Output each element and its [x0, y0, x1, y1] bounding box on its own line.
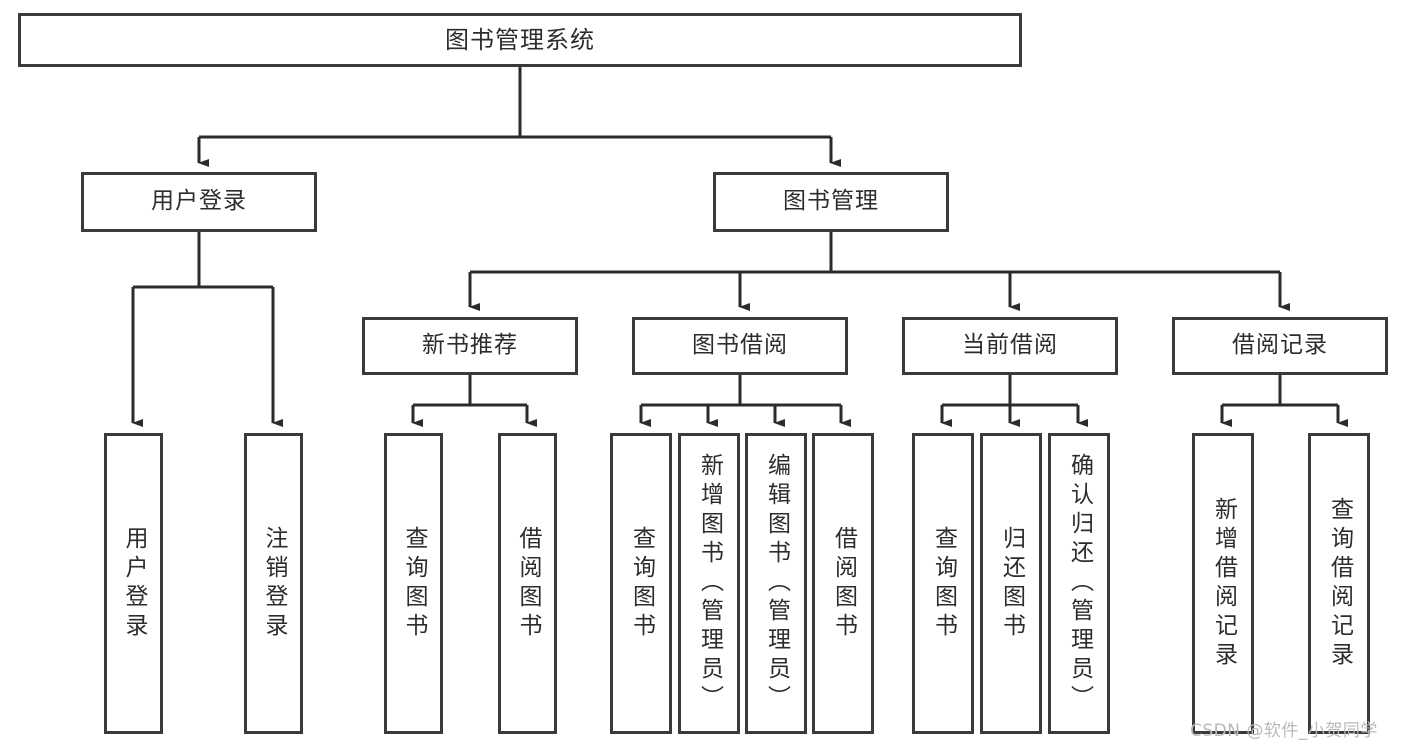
- leaf-label: 确认归还（管理员）: [1066, 453, 1093, 714]
- node-book-borrowing[interactable]: 图书借阅: [632, 317, 848, 375]
- leaf-borrow-query-books[interactable]: 查询图书: [610, 433, 672, 734]
- node-label: 借阅记录: [1232, 332, 1328, 359]
- leaf-current-return-books[interactable]: 归还图书: [980, 433, 1042, 734]
- leaf-label: 查询借阅记录: [1326, 496, 1353, 671]
- leaf-record-query-borrow-record[interactable]: 查询借阅记录: [1308, 433, 1370, 734]
- leaf-new-book-query-books[interactable]: 查询图书: [384, 433, 443, 734]
- node-label: 图书借阅: [692, 332, 788, 359]
- leaf-record-add-borrow-record[interactable]: 新增借阅记录: [1192, 433, 1254, 734]
- leaf-label: 注销登录: [261, 525, 287, 642]
- leaf-label: 查询图书: [930, 525, 957, 642]
- node-label: 用户登录: [151, 188, 247, 215]
- leaf-label: 查询图书: [401, 525, 427, 642]
- leaf-label: 查询图书: [628, 525, 655, 642]
- leaf-label: 新增图书（管理员）: [696, 453, 723, 714]
- leaf-label: 借阅图书: [515, 525, 541, 642]
- leaf-label: 用户登录: [121, 525, 147, 642]
- leaf-user-login-logout[interactable]: 注销登录: [244, 433, 303, 734]
- node-borrowing-records[interactable]: 借阅记录: [1172, 317, 1388, 375]
- leaf-label: 编辑图书（管理员）: [763, 453, 790, 714]
- leaf-borrow-add-book-admin[interactable]: 新增图书（管理员）: [678, 433, 740, 734]
- node-root-book-management-system[interactable]: 图书管理系统: [18, 13, 1022, 67]
- node-label: 图书管理系统: [445, 25, 595, 54]
- node-new-book-recommendation[interactable]: 新书推荐: [362, 317, 578, 375]
- node-label: 当前借阅: [962, 332, 1058, 359]
- leaf-label: 归还图书: [998, 525, 1025, 642]
- leaf-current-query-books[interactable]: 查询图书: [912, 433, 974, 734]
- leaf-user-login-login[interactable]: 用户登录: [104, 433, 163, 734]
- node-book-management[interactable]: 图书管理: [713, 172, 949, 232]
- leaf-label: 新增借阅记录: [1210, 496, 1237, 671]
- node-current-borrowing[interactable]: 当前借阅: [902, 317, 1118, 375]
- leaf-borrow-borrow-books[interactable]: 借阅图书: [812, 433, 874, 734]
- leaf-current-confirm-return-admin[interactable]: 确认归还（管理员）: [1048, 433, 1110, 734]
- node-label: 新书推荐: [422, 332, 518, 359]
- node-user-login[interactable]: 用户登录: [81, 172, 317, 232]
- node-label: 图书管理: [783, 188, 879, 215]
- csdn-watermark: CSDN @软件_小贺同学: [1190, 721, 1378, 741]
- leaf-borrow-edit-book-admin[interactable]: 编辑图书（管理员）: [745, 433, 807, 734]
- leaf-new-book-borrow-books[interactable]: 借阅图书: [498, 433, 557, 734]
- leaf-label: 借阅图书: [830, 525, 857, 642]
